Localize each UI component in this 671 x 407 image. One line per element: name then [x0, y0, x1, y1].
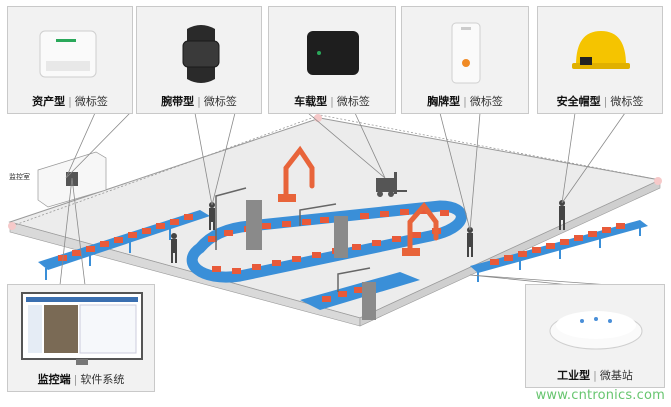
forklift	[376, 172, 407, 197]
callout-lines	[59, 112, 626, 286]
boxes-loop	[208, 208, 449, 274]
gate-frames	[215, 187, 376, 320]
vehicle-tag-icon	[307, 31, 359, 75]
card-monitor-title: 监控端|软件系统	[37, 373, 125, 386]
boxes-right	[490, 223, 625, 265]
badge-tag-icon	[451, 22, 481, 84]
antenna-node-right	[654, 177, 662, 185]
asset-tag-icon	[39, 30, 97, 78]
monitor-screen-icon	[21, 292, 143, 365]
card-vehicle-tag: 车载型|微标签	[268, 6, 396, 114]
conveyor-left-legs	[45, 228, 171, 280]
card-wristband-tag-title: 腕带型|微标签	[161, 95, 237, 108]
card-badge-tag-title: 胸牌型|微标签	[427, 95, 503, 108]
robot-arm-2	[407, 202, 439, 253]
base-station-icon	[549, 311, 643, 350]
card-badge-tag: 胸牌型|微标签	[401, 6, 529, 114]
card-helmet-tag-title: 安全帽型|微标签	[556, 95, 644, 108]
card-asset-tag: 资产型|微标签	[7, 6, 133, 114]
robot-base-2	[402, 248, 420, 256]
boxes-lower	[322, 287, 363, 302]
antenna-node-left	[8, 222, 16, 230]
card-asset-tag-title: 资产型|微标签	[32, 95, 108, 108]
helmet-tag-icon	[572, 31, 630, 69]
boxes-left	[58, 214, 193, 261]
worker-2	[171, 233, 177, 263]
coverage-boundary	[11, 114, 661, 227]
monitor-room-label: 监控室	[9, 173, 30, 181]
card-base-station: 工业型|微基站	[525, 284, 665, 388]
card-vehicle-tag-title: 车载型|微标签	[294, 95, 370, 108]
wristband-tag-icon	[182, 25, 220, 83]
watermark: www.cntronics.com	[535, 388, 665, 403]
card-monitor-software: 监控端|软件系统	[7, 284, 155, 392]
robot-arm-1	[283, 145, 315, 199]
card-helmet-tag: 安全帽型|微标签	[537, 6, 663, 114]
card-base-station-title: 工业型|微基站	[557, 369, 633, 382]
robot-base-1	[278, 194, 296, 202]
conveyor-right	[470, 220, 648, 273]
card-wristband-tag: 腕带型|微标签	[136, 6, 262, 114]
antenna-node-top	[314, 114, 322, 122]
conveyor-right-legs	[477, 226, 641, 282]
